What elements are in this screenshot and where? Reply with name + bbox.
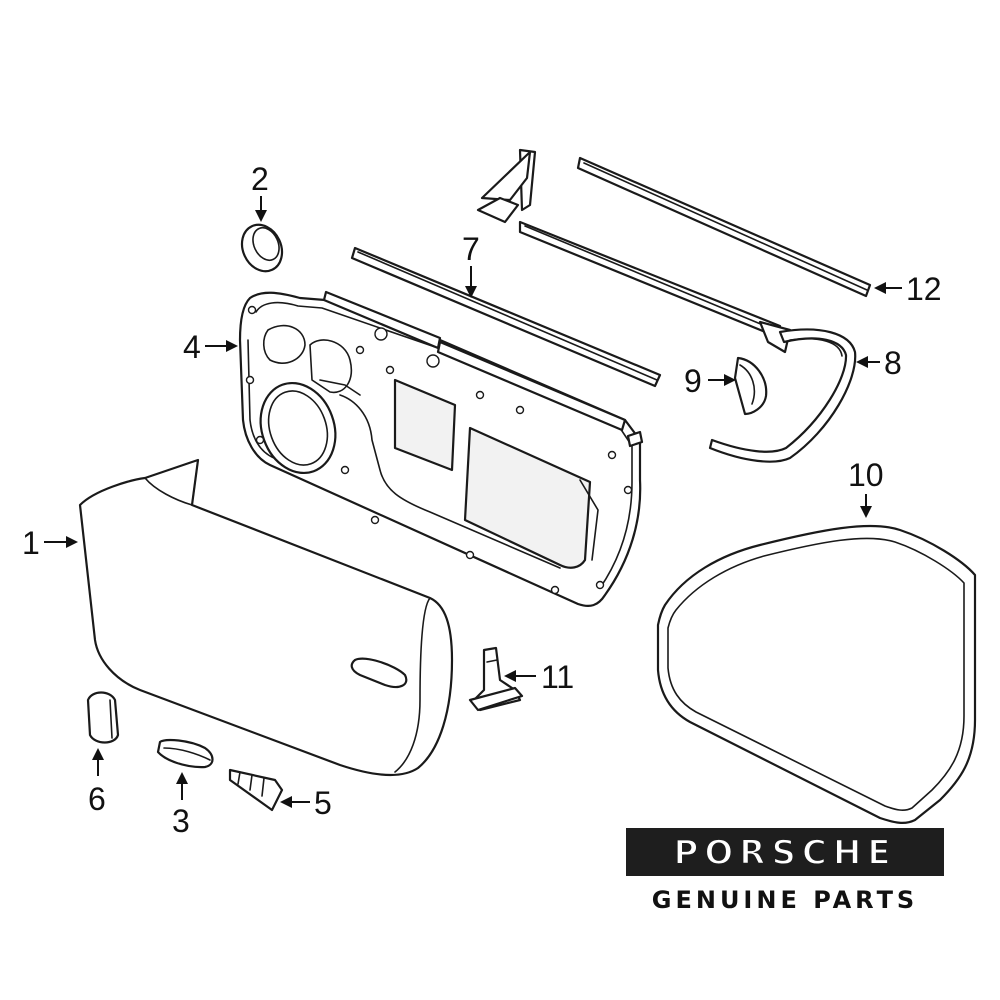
callout-6: 6 <box>88 748 106 817</box>
part-8-window-frame-seal <box>476 148 857 463</box>
part-9-mirror-sail-trim <box>733 356 768 416</box>
callout-11: 11 <box>504 659 574 695</box>
svg-text:4: 4 <box>183 329 201 365</box>
callout-7: 7 <box>462 231 480 298</box>
part-10-door-weatherstrip <box>656 524 977 824</box>
part-5-handle-bracket <box>228 768 284 812</box>
brand-name: PORSCHE <box>673 833 896 873</box>
part-11-door-check <box>468 646 524 712</box>
svg-text:7: 7 <box>462 231 480 267</box>
svg-text:2: 2 <box>251 161 269 197</box>
svg-text:6: 6 <box>88 781 106 817</box>
brand-logo: PORSCHE GENUINE PARTS <box>626 828 944 914</box>
svg-text:5: 5 <box>314 785 332 821</box>
callout-8: 8 <box>856 345 902 381</box>
callout-2: 2 <box>251 161 269 222</box>
callout-12: 12 <box>874 271 942 307</box>
part-12-upper-seal-strip <box>576 156 872 298</box>
callout-9: 9 <box>684 363 736 399</box>
callout-10: 10 <box>848 457 884 518</box>
callout-3: 3 <box>172 772 190 839</box>
svg-text:11: 11 <box>541 659 574 695</box>
svg-text:12: 12 <box>906 271 942 307</box>
part-1-door-shell <box>78 458 454 777</box>
part-3-handle-cover <box>156 738 214 769</box>
part-4-door-inner-panel <box>238 290 644 607</box>
part-7-belt-seal <box>350 246 662 388</box>
svg-text:8: 8 <box>884 345 902 381</box>
callout-4: 4 <box>183 329 238 365</box>
svg-text:9: 9 <box>684 363 702 399</box>
svg-text:1: 1 <box>22 525 40 561</box>
svg-text:3: 3 <box>172 803 190 839</box>
callout-1: 1 <box>22 525 78 561</box>
svg-text:10: 10 <box>848 457 884 493</box>
part-2-speaker-cover <box>240 223 284 273</box>
callout-5: 5 <box>280 785 332 821</box>
brand-tagline: GENUINE PARTS <box>652 886 918 914</box>
part-6-plug <box>86 691 120 744</box>
